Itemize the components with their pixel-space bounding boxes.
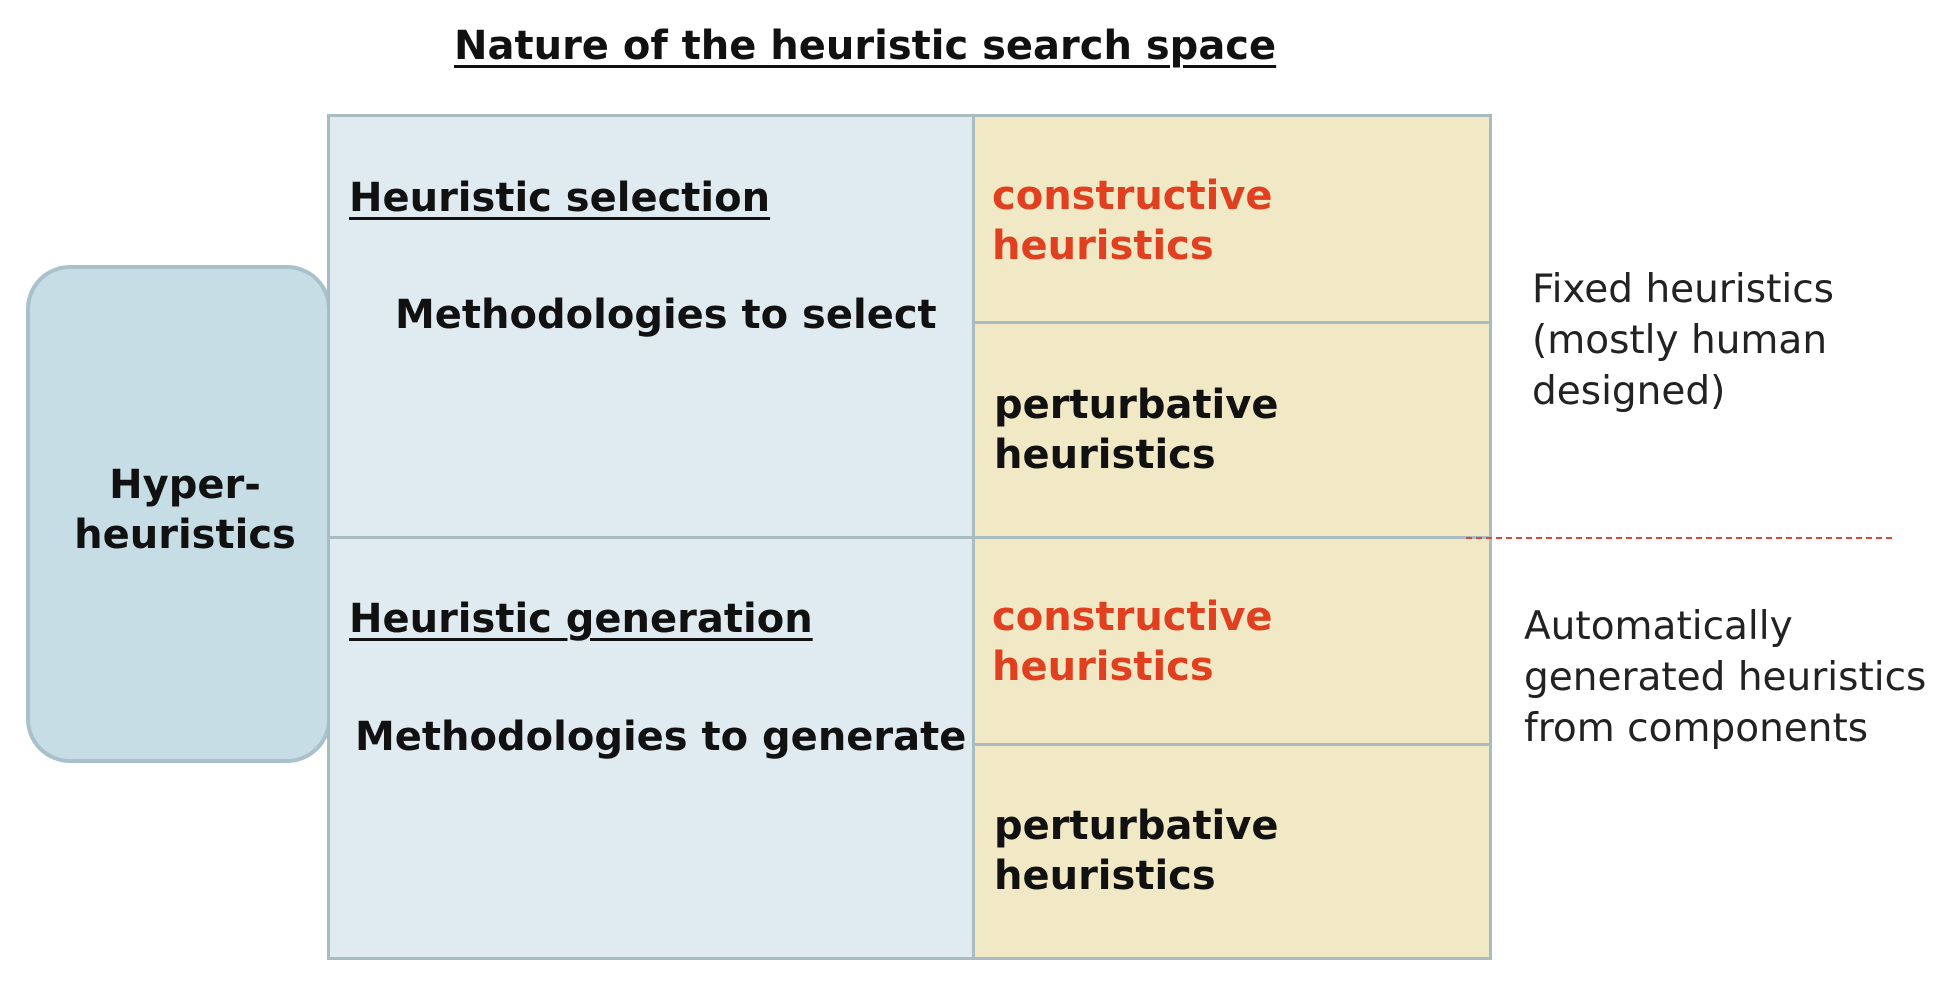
hyper-heuristics-line1: Hyper- [109,462,261,508]
selection-perturbative-label: perturbative heuristics [994,380,1278,480]
automatic-note-line1: Automatically [1524,604,1793,649]
generation-panel [327,536,975,960]
selection-panel [327,114,975,539]
selection-heading: Heuristic selection [349,175,771,221]
fixed-note-line1: Fixed heuristics [1532,267,1834,312]
divider-line [1466,537,1892,539]
automatic-heuristics-note: Automatically generated heuristics from … [1524,601,1926,754]
fixed-note-line2: (mostly human [1532,318,1828,363]
fixed-heuristics-note: Fixed heuristics (mostly human designed) [1532,264,1834,417]
selection-constructive-cell [972,114,1492,324]
generation-perturbative-cell [972,743,1492,960]
selection-method: Methodologies to select [395,292,937,338]
generation-constructive-cell [972,536,1492,746]
generation-constructive-label: constructive heuristics [992,592,1273,692]
hyper-heuristics-label: Hyper- heuristics [40,460,330,560]
selection-constructive-label: constructive heuristics [992,171,1273,271]
generation-heading: Heuristic generation [349,596,813,642]
generation-constructive-line2: heuristics [992,644,1214,690]
fixed-note-line3: designed) [1532,369,1726,414]
selection-perturbative-cell [972,321,1492,539]
generation-method: Methodologies to generate [355,714,967,760]
hyper-heuristics-box [26,265,331,763]
generation-constructive-line1: constructive [992,594,1273,640]
automatic-note-line2: generated heuristics [1524,655,1927,700]
automatic-note-line3: from components [1524,706,1869,751]
generation-perturbative-label: perturbative heuristics [994,801,1278,901]
selection-constructive-line1: constructive [992,173,1273,219]
diagram-title: Nature of the heuristic search space [454,23,1277,69]
hyper-heuristics-line2: heuristics [74,512,296,558]
selection-perturbative-line1: perturbative [994,382,1279,428]
selection-perturbative-line2: heuristics [994,432,1216,478]
selection-constructive-line2: heuristics [992,223,1214,269]
generation-perturbative-line1: perturbative [994,803,1279,849]
generation-perturbative-line2: heuristics [994,853,1216,899]
